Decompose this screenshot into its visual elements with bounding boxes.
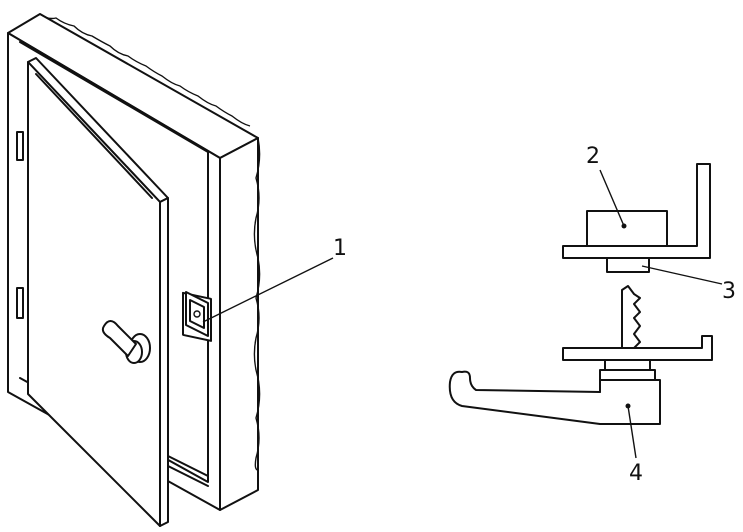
hinge-top [16,131,24,161]
door-handle [101,320,151,364]
door-inner-outline [35,73,153,199]
leader-line-1 [202,257,334,323]
door [16,57,169,527]
cam-collar [604,359,651,371]
callout-label-3: 3 [722,279,736,304]
leader-line-4 [627,405,637,459]
leader-dot-4 [625,403,631,409]
latch-assembly [448,163,713,425]
upper-bracket [562,163,711,259]
striker-inner [189,299,205,329]
door-edge-side [159,197,169,527]
leader-dot-2 [621,223,627,229]
lock-block [586,210,668,247]
cabinet-side-face [219,137,259,511]
door-panel [27,61,161,527]
break-line-top [39,13,251,127]
striker-body [185,291,209,337]
cam-collar-2 [599,369,656,381]
hinge-bottom [16,287,24,319]
callout-label-2: 2 [586,144,600,169]
callout-label-4: 4 [629,461,643,486]
callouts: 1 2 3 4 [202,144,736,486]
lower-plate [562,335,713,361]
leader-line-2 [599,169,625,227]
callout-label-1: 1 [333,236,347,261]
receiver-piece [606,257,650,273]
striker-hole [193,310,201,318]
lever-handle [448,370,661,425]
break-line-side [253,137,261,471]
leader-line-3 [641,265,723,285]
